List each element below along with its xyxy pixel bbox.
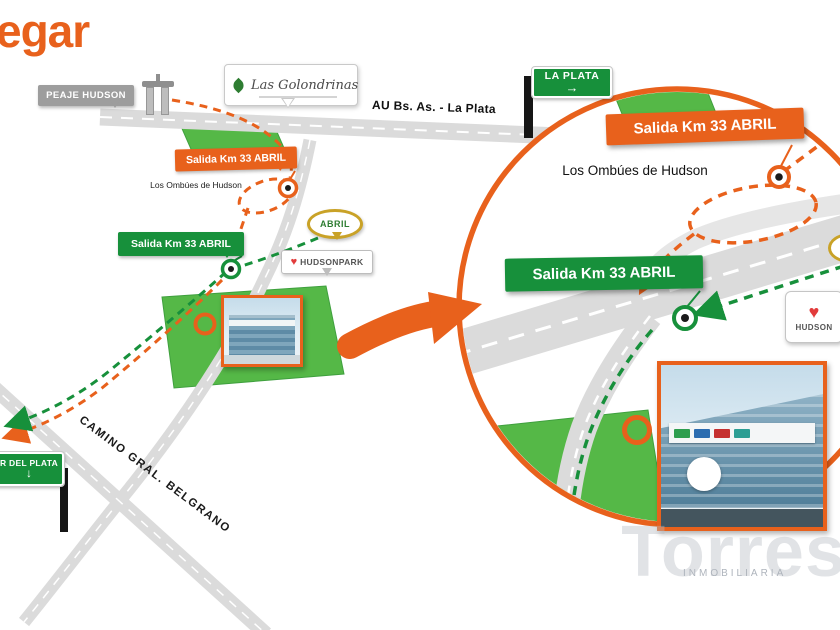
hudson-park-sign: ♥ HUDSONPARK <box>281 250 373 276</box>
la-plata-label: LA PLATA <box>544 70 600 83</box>
location-ring-icon <box>193 312 217 336</box>
inset-orange-sign-pointer <box>780 144 793 167</box>
exit-bullseye-green <box>220 258 242 280</box>
inset-exit-bullseye-orange <box>767 165 791 189</box>
banner-logo-chip <box>714 428 731 438</box>
inset-salida-km33-green-sign: Salida Km 33 ABRIL <box>504 255 704 292</box>
inset-hudson-label: HUDSON <box>795 322 833 332</box>
page-title-fragment: egar <box>0 5 90 57</box>
heart-icon: ♥ <box>808 301 820 322</box>
toll-mast <box>156 74 160 82</box>
belgrano-road-dashes <box>0 392 263 630</box>
toll-roof <box>142 81 174 87</box>
highway-center-dashes <box>99 116 586 138</box>
banner-logo-chip <box>694 428 711 438</box>
banner-logo-chip <box>734 428 751 438</box>
banner-logo-chip <box>674 428 691 438</box>
exit-bullseye-orange <box>277 177 299 199</box>
leaf-icon <box>230 77 247 93</box>
building-facade <box>661 394 823 508</box>
abril-club-sign: ABRIL <box>307 209 363 240</box>
inset-branch-road-dashes <box>562 315 651 522</box>
peaje-hudson-sign: PEAJE HUDSON <box>38 85 134 108</box>
hudson-park-label: HUDSONPARK <box>300 257 364 267</box>
la-plata-sign: LA PLATA → <box>531 66 613 99</box>
zoom-arrow-icon <box>337 292 482 359</box>
building-base <box>224 355 300 364</box>
arrow-down-icon: ↓ <box>26 466 32 481</box>
salida-km33-green-label: Salida Km 33 ABRIL <box>131 238 231 250</box>
toll-pillar-right <box>161 87 169 115</box>
building-photo <box>221 295 303 367</box>
route-green-down <box>3 270 228 432</box>
building-banner <box>228 320 296 327</box>
heart-icon: ♥ <box>290 255 298 268</box>
inset-route-green <box>692 264 840 321</box>
route-orange-down <box>1 278 224 444</box>
las-golondrinas-label: Las Golondrinas <box>251 77 359 93</box>
las-golondrinas-subline <box>259 96 337 98</box>
salida-km33-green-sign: Salida Km 33 ABRIL <box>118 232 244 258</box>
mar-del-plata-label: R DEL PLATA <box>0 457 59 468</box>
inset-green-sign-pointer <box>685 290 701 309</box>
local-road-dashes <box>23 139 311 623</box>
watermark-subtitle: INMOBILIARIA <box>683 568 787 579</box>
salida-km33-orange-sign: Salida Km 33 ABRIL <box>174 146 298 172</box>
arrow-right-icon: → <box>565 79 579 95</box>
inset-salida-km33-green-label: Salida Km 33 ABRIL <box>532 263 676 284</box>
route-green-approach <box>237 236 319 269</box>
salida-km33-orange-label: Salida Km 33 ABRIL <box>185 151 287 167</box>
abril-label: ABRIL <box>320 219 350 229</box>
los-ombues-label: Los Ombúes de Hudson <box>150 180 242 190</box>
inset-los-ombues-label: Los Ombúes de Hudson <box>562 163 708 178</box>
toll-booth-icon <box>142 74 176 118</box>
inset-location-ring-icon <box>622 415 652 445</box>
building-photo-zoom <box>657 361 827 531</box>
inset-hudson-park-sign: ♥ HUDSON <box>785 291 840 343</box>
peaje-hudson-label: PEAJE HUDSON <box>46 90 126 101</box>
watermark-brand: Torres <box>621 512 840 592</box>
mar-del-plata-sign-pole <box>60 468 68 532</box>
las-golondrinas-sign: Las Golondrinas <box>224 64 359 108</box>
building-banner <box>669 423 815 443</box>
inset-salida-km33-orange-label: Salida Km 33 ABRIL <box>633 115 777 138</box>
inset-route-orange-loop <box>688 183 818 245</box>
inset-exit-bullseye-green <box>672 305 698 331</box>
toll-pillar-left <box>146 87 154 115</box>
mar-del-plata-sign: R DEL PLATA ↓ <box>0 451 65 487</box>
building-base <box>661 509 823 527</box>
building-round-sign <box>686 457 721 492</box>
la-plata-sign-pole <box>524 76 533 138</box>
